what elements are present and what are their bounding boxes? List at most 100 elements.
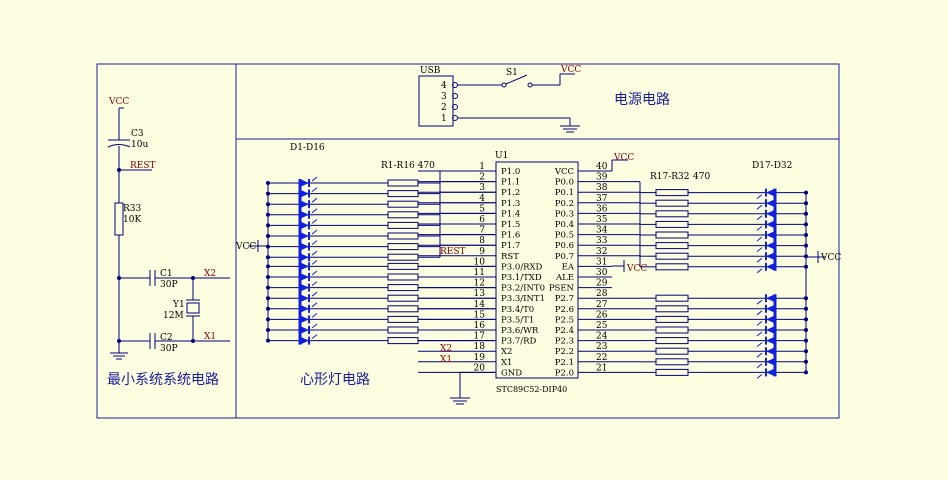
chip-pin-name: GND [501, 368, 522, 378]
chip-pin-name: P2.4 [555, 326, 574, 336]
usb-label: USB [420, 66, 441, 76]
y1-value: 12M [163, 311, 184, 321]
power-circuit [418, 73, 580, 133]
usb-pin-number: 2 [441, 103, 447, 113]
right-led-diode [766, 294, 775, 303]
chip-pin-number: 7 [479, 226, 485, 236]
right-led-diode [766, 368, 775, 377]
left-led-arrow [311, 323, 318, 329]
left-resistor [387, 273, 419, 281]
chip-pin-name: P2.6 [555, 305, 574, 315]
right-led-diode [766, 326, 775, 334]
res-left-label: R1-R16 470 [381, 161, 435, 171]
section-title-min-system: 最小系统系统电路 [107, 372, 219, 388]
section-title-heart: 心形灯电路 [300, 372, 370, 388]
left-resistor [387, 190, 419, 198]
c2-value: 30P [160, 344, 178, 354]
chip-pin-name: P1.0 [501, 167, 520, 177]
right-led-diode [766, 199, 775, 208]
left-led-arrow [311, 208, 318, 214]
chip-pin-name: P2.2 [555, 347, 574, 357]
chip-pin-name: P3.7/RD [501, 337, 537, 347]
c3-value: 10u [131, 140, 148, 150]
chip-pin-name: P1.7 [501, 241, 520, 251]
left-resistor [387, 243, 419, 251]
section-title-power: 电源电路 [614, 92, 670, 108]
right-led-arrow [756, 257, 763, 263]
right-led-arrow [756, 374, 763, 379]
chip-pin-name: P3.1/TXD [501, 273, 542, 283]
left-led-diode [300, 283, 309, 292]
right-resistor [655, 337, 689, 345]
chip-pin-number: 20 [474, 363, 486, 373]
left-resistor [387, 262, 419, 270]
chip-pin-name: P1.6 [501, 231, 520, 241]
left-resistor [387, 337, 419, 345]
left-led-arrow [311, 187, 318, 192]
chip-pin-number: 17 [474, 332, 486, 342]
chip-pin-number: 11 [474, 268, 485, 278]
right-resistor [655, 220, 689, 228]
left-led-diode [300, 253, 309, 262]
x1-label-chip: X1 [440, 355, 452, 365]
right-led-arrow [756, 215, 763, 221]
c3-name: C3 [131, 129, 144, 139]
vcc-label-left-leds: VCC [235, 242, 256, 252]
chip-pin-number: 39 [596, 173, 608, 183]
chip-pin-number: 23 [596, 342, 608, 352]
right-led-diode [766, 209, 775, 218]
chip-pin-number: 26 [596, 310, 608, 320]
rest-label-chip: REST [440, 247, 466, 257]
s1-label: S1 [506, 68, 518, 78]
right-resistor [655, 358, 689, 366]
chip-pin-number: 31 [596, 257, 607, 267]
left-resistor [387, 253, 419, 261]
left-led-diode [300, 242, 309, 251]
chip-pin-name: EA [562, 262, 575, 272]
usb-connector [418, 75, 454, 127]
chip-pin-number: 14 [474, 300, 486, 310]
right-resistor [655, 368, 689, 376]
right-led-arrow [756, 204, 763, 210]
chip-pin-name: P0.4 [555, 220, 574, 230]
s1-switch-lever [505, 74, 528, 85]
left-resistor [387, 326, 419, 334]
right-led-arrow [756, 352, 763, 358]
chip-pin-number: 21 [596, 363, 607, 373]
right-led-diode [766, 347, 775, 356]
right-led-arrow [756, 226, 763, 231]
left-led-arrow [311, 334, 318, 339]
chip-pin-name: P3.5/T1 [501, 315, 534, 325]
chip-pin-name: P0.0 [555, 178, 574, 188]
left-resistor [387, 284, 419, 292]
led-left-label: D1-D16 [290, 143, 325, 153]
chip-pin-number: 5 [479, 204, 485, 214]
chip-pin-name: P0.6 [555, 241, 574, 251]
chip-pin-name: P0.5 [555, 231, 574, 241]
right-resistor [655, 263, 689, 271]
chip-pin-name: P0.2 [555, 199, 574, 209]
chip-pin-number: 24 [596, 332, 608, 342]
right-resistor [655, 210, 689, 218]
left-led-arrow [311, 281, 318, 286]
right-led-diode [766, 357, 775, 366]
chip-pin-name: P2.1 [555, 358, 574, 368]
left-resistor [387, 294, 419, 302]
left-led-arrow [311, 197, 318, 203]
right-led-arrow [756, 194, 763, 199]
right-led-diode [766, 304, 775, 313]
rest-label-min: REST [130, 161, 156, 171]
left-led-diode [300, 189, 309, 198]
chip-part: STC89C52-DIP40 [496, 385, 567, 394]
chip-pin-number: 15 [474, 310, 486, 320]
chip-pin-number: 8 [479, 236, 485, 246]
right-led-arrow [756, 321, 763, 326]
left-led-diode [300, 326, 309, 334]
right-led-arrow [756, 342, 763, 347]
r33-resistor [114, 202, 124, 236]
chip-pin-name: P3.0/RXD [501, 262, 543, 272]
x1-label-min: X1 [204, 332, 216, 342]
c2-name: C2 [160, 333, 173, 343]
